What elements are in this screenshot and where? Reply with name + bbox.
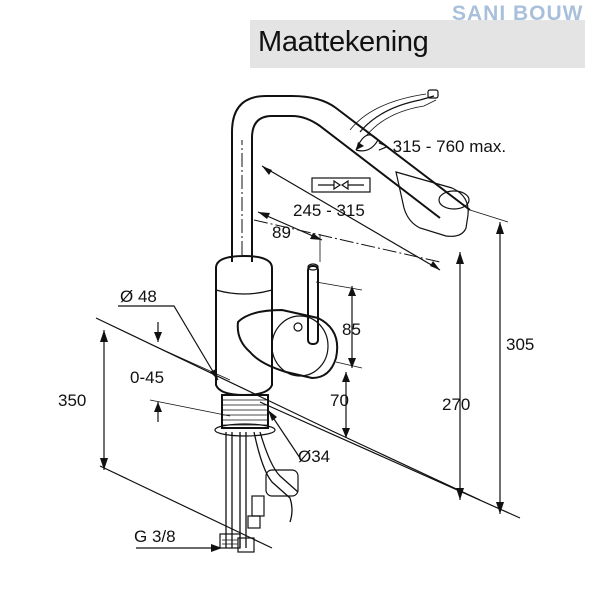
body-cylinder	[215, 254, 273, 397]
dim-89: 89	[272, 223, 291, 242]
dim-350: 350	[58, 391, 86, 410]
countertop-lines	[95, 317, 521, 549]
dim-spout-reach: 245 - 315	[293, 201, 365, 220]
dimension-lines	[100, 89, 509, 552]
spout-centerline	[241, 140, 441, 263]
swivel-arrows-icon	[311, 177, 371, 193]
spray-head	[395, 171, 469, 237]
dim-diameter-34: Ø34	[298, 447, 330, 466]
dim-270: 270	[442, 395, 470, 414]
lever-handle	[307, 265, 319, 345]
page-title: Maattekening	[258, 26, 429, 58]
base-thread	[221, 394, 269, 429]
dim-305: 305	[506, 335, 534, 354]
dim-85: 85	[342, 320, 361, 339]
dim-pullout: > 315 - 760 max.	[378, 137, 506, 156]
dim-0-45: 0-45	[130, 368, 164, 387]
dim-diameter-48: Ø 48	[120, 287, 157, 306]
faucet-body	[214, 95, 471, 553]
dim-thread-g38: G 3/8	[134, 527, 176, 546]
spout-outer	[231, 95, 471, 262]
brand-logo: SANI BOUW	[452, 2, 584, 25]
supply-hoses	[219, 431, 299, 553]
dim-70: 70	[330, 391, 349, 410]
spray-head-face	[438, 190, 470, 210]
lever-hub	[236, 308, 339, 380]
title-band	[250, 20, 585, 68]
spout-inner	[251, 115, 441, 262]
